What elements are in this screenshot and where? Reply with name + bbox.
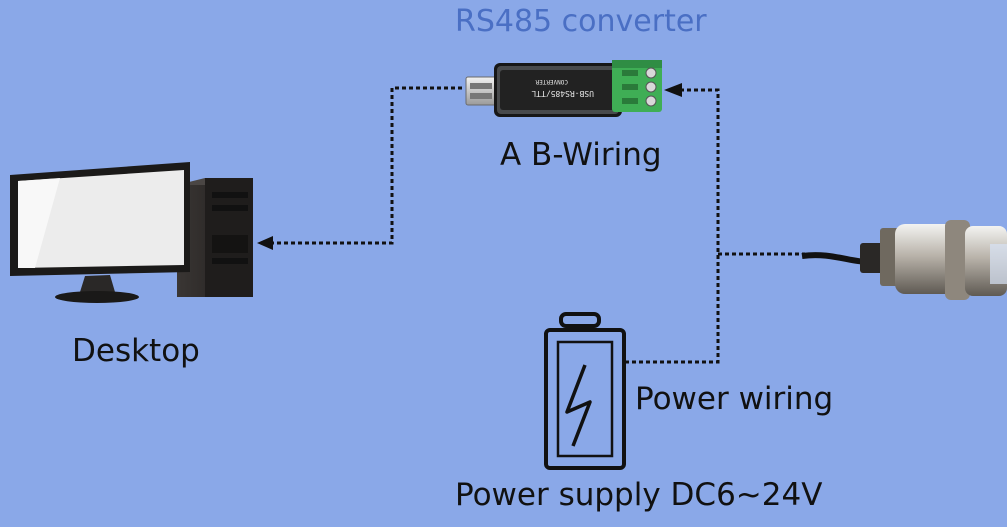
- converter-title: RS485 converter: [455, 4, 707, 39]
- arrow-converter-icon: [664, 83, 682, 97]
- wiring-lines: [270, 86, 805, 364]
- power-supply-label: Power supply DC6~24V: [455, 477, 823, 513]
- terminal-wiring-line: [626, 88, 720, 364]
- converter-brand-text: CONVERTER: [535, 78, 568, 85]
- battery-icon: [544, 312, 626, 470]
- usb-to-desktop-line: [270, 86, 462, 245]
- ab-wiring-label: A B-Wiring: [500, 137, 662, 173]
- rs485-converter-image: USB-RS485/TTL CONVERTER: [465, 60, 662, 117]
- converter-model-text: USB-RS485/TTL: [531, 89, 594, 98]
- power-wiring-label: Power wiring: [635, 381, 834, 417]
- desktop-computer-icon: [10, 162, 253, 303]
- sensor-image: [801, 220, 1007, 300]
- arrow-desktop-icon: [257, 236, 273, 250]
- desktop-label: Desktop: [72, 333, 200, 369]
